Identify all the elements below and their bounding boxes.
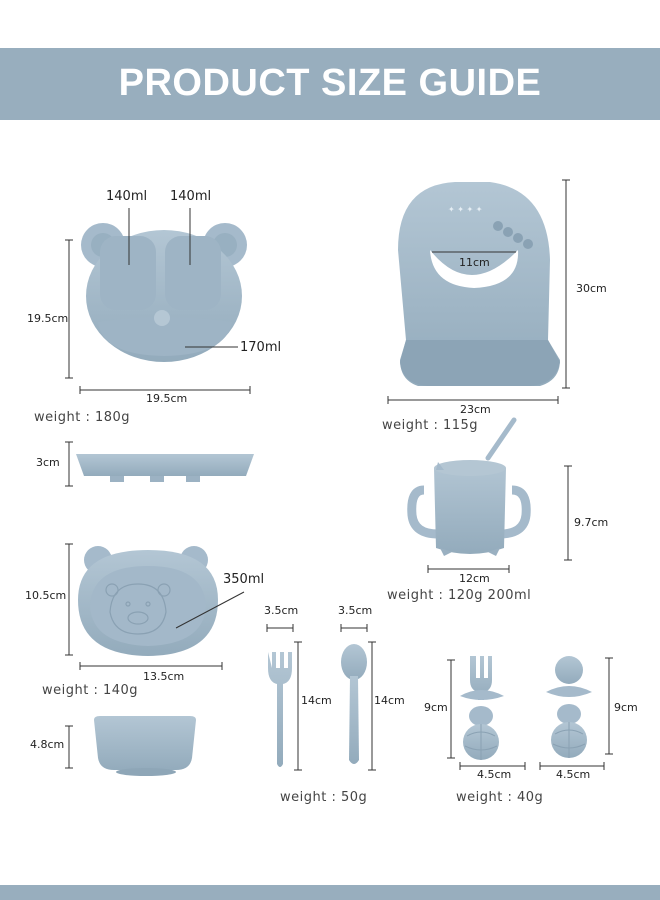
bowl-weight: weight : 140g <box>42 683 139 698</box>
spoon-length-label: 14cm <box>374 694 405 707</box>
bowl-height-label: 10.5cm <box>25 589 67 602</box>
bear-plate-top-view <box>81 223 247 362</box>
fork-length-label: 14cm <box>301 694 332 707</box>
bowl-depth-line <box>65 725 73 769</box>
bib-weight: weight : 115g <box>382 418 479 433</box>
silicone-fork <box>268 652 292 767</box>
plate-capacity-right: 140ml <box>170 189 212 204</box>
bib-height-label: 30cm <box>576 282 607 295</box>
bowl-capacity: 350ml <box>223 572 265 587</box>
plate-depth-label: 3cm <box>36 456 60 469</box>
spoon-width-label: 3.5cm <box>338 604 373 617</box>
svg-text:✦ ✦ ✦ ✦: ✦ ✦ ✦ ✦ <box>448 205 483 214</box>
bear-bowl-top-view <box>78 546 218 656</box>
cup-dimension-lines <box>427 465 572 573</box>
bear-face-emboss <box>105 583 171 635</box>
cup-weight: weight : 120g 200ml <box>387 588 532 603</box>
plate-dimension-lines <box>65 208 251 394</box>
bowl-width-label: 13.5cm <box>143 670 185 683</box>
cup-height-label: 9.7cm <box>574 516 609 529</box>
bowl-side-view <box>94 716 196 776</box>
plate-weight: weight : 180g <box>34 410 131 425</box>
training-spoon <box>546 656 592 758</box>
plate-capacity-bottom: 170ml <box>240 340 282 355</box>
header-banner <box>0 48 660 120</box>
bowl-depth-label: 4.8cm <box>30 738 65 751</box>
training-spoon-width-label: 4.5cm <box>556 768 591 781</box>
page-title: PRODUCT SIZE GUIDE <box>118 62 542 104</box>
bib-width-label: 23cm <box>460 403 491 416</box>
training-fork-width-label: 4.5cm <box>477 768 512 781</box>
training-fork <box>460 656 504 760</box>
bib-dimension-lines <box>387 179 570 404</box>
training-set-weight: weight : 40g <box>456 790 544 805</box>
fork-width-label: 3.5cm <box>264 604 299 617</box>
utensils-weight: weight : 50g <box>280 790 368 805</box>
sippy-cup <box>407 417 531 556</box>
cup-width-label: 12cm <box>459 572 490 585</box>
plate-width-label: 19.5cm <box>146 392 188 405</box>
training-fork-height-label: 9cm <box>424 701 448 714</box>
bib: ✦ ✦ ✦ ✦ <box>398 182 560 386</box>
training-dimension-lines <box>447 657 613 770</box>
footer-bar <box>0 885 660 900</box>
bib-neck-label: 11cm <box>459 256 490 269</box>
utensil-dimension-lines <box>266 624 376 771</box>
plate-side-view <box>76 454 254 482</box>
silicone-spoon <box>341 644 367 764</box>
bowl-dimension-lines <box>65 543 245 670</box>
plate-depth-line <box>65 441 73 487</box>
plate-capacity-left: 140ml <box>106 189 148 204</box>
plate-height-label: 19.5cm <box>27 312 69 325</box>
training-spoon-height-label: 9cm <box>614 701 638 714</box>
